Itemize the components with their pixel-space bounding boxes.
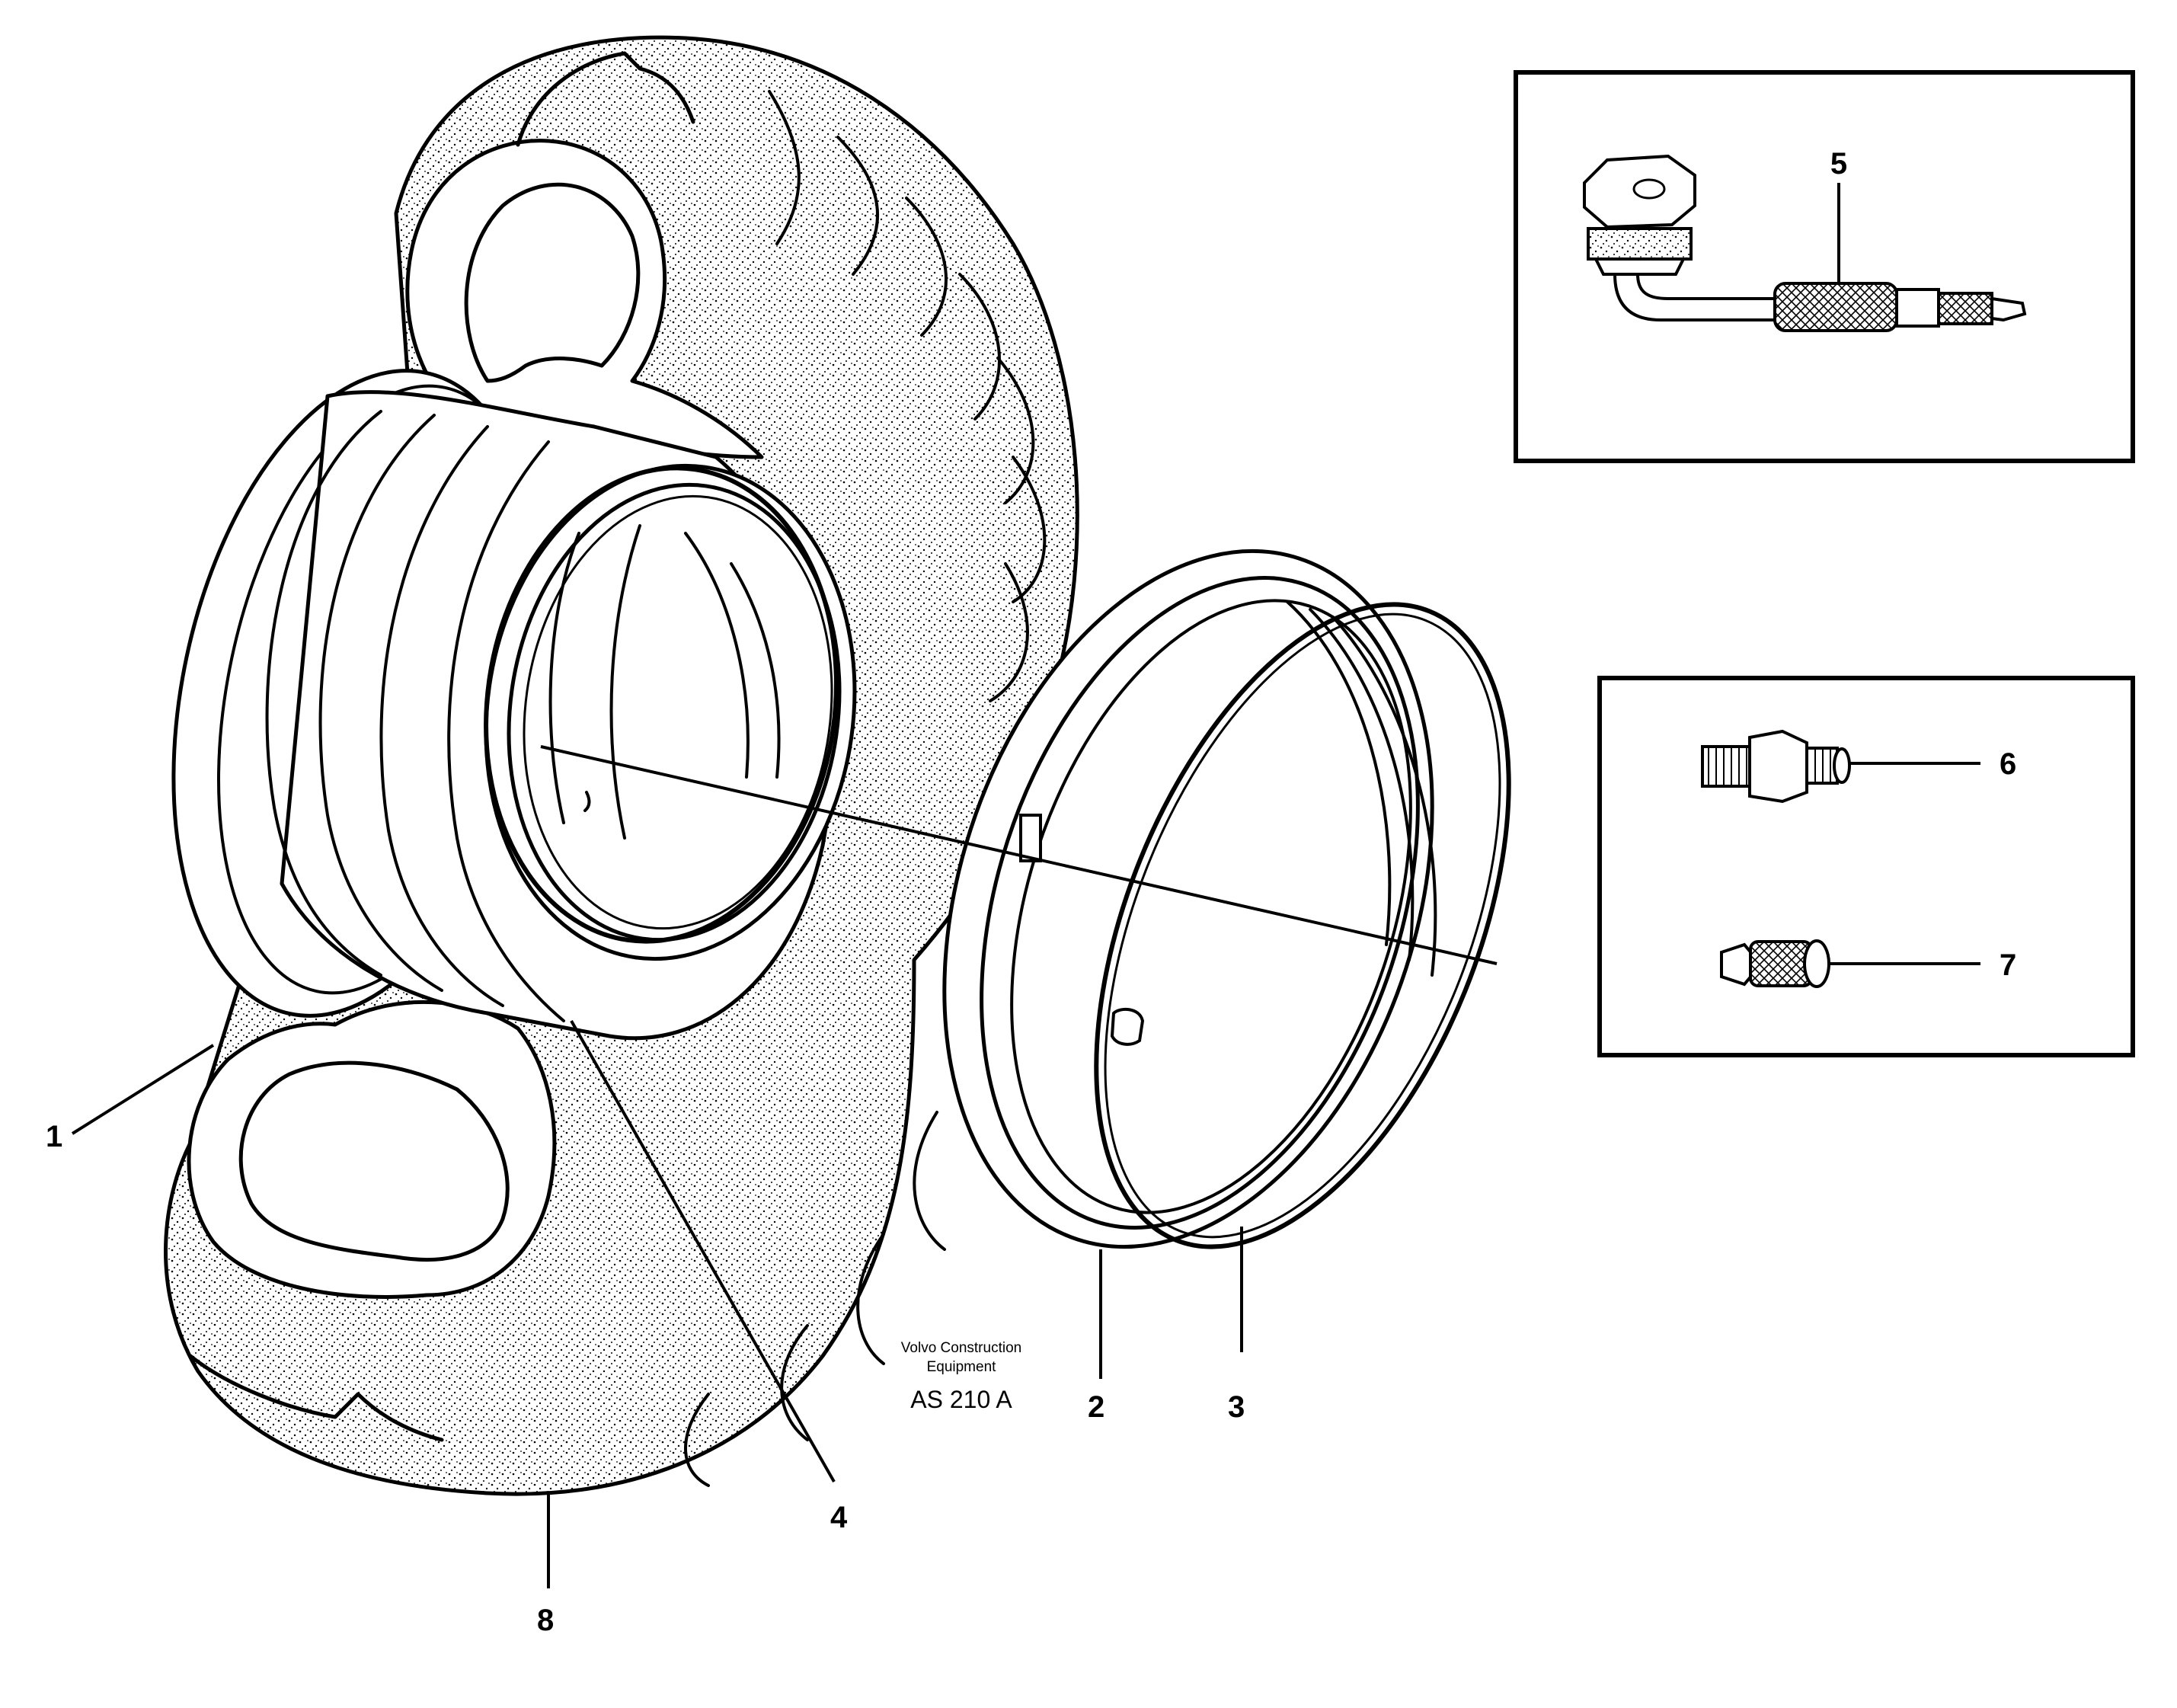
callout-7: 7 (2000, 948, 2016, 982)
callout-1: 1 (46, 1120, 62, 1153)
drawing-code: AS 210 A (910, 1386, 1012, 1413)
o-ring-seal (484, 465, 839, 944)
flange-notch (1019, 814, 1042, 862)
assembly-axis (540, 745, 1498, 965)
callout-4: 4 (830, 1501, 848, 1534)
valve-adapter-6 (1701, 745, 1751, 788)
valve-cap-7 (1720, 942, 1753, 987)
lock-ring-tab (1110, 1007, 1145, 1046)
credit-line-1: Volvo Construction (901, 1340, 1021, 1356)
tire-section-inner-bottom (238, 1060, 510, 1262)
inset-valve-5: 5 (1514, 70, 2135, 463)
flange-ring (942, 549, 1437, 1249)
tire-section-inner-top (464, 182, 641, 383)
valve-hose-5 (1773, 282, 1898, 332)
inset-frame-top (1514, 70, 2135, 463)
callout-5: 5 (1830, 147, 1847, 181)
callout-2: 2 (1088, 1390, 1104, 1424)
inset-frame-bottom (1597, 676, 2135, 1057)
lock-ring (1094, 602, 1511, 1249)
callout-6: 6 (2000, 747, 2016, 781)
rim-barrel-lines (265, 410, 565, 1022)
credit-line-2: Equipment (927, 1359, 997, 1375)
callout-3: 3 (1228, 1390, 1245, 1424)
tire-section-bottom (187, 1000, 557, 1299)
callout-8: 8 (537, 1604, 554, 1637)
inset-valves-6-7: 6 7 (1597, 676, 2135, 1057)
rim (171, 369, 857, 1041)
